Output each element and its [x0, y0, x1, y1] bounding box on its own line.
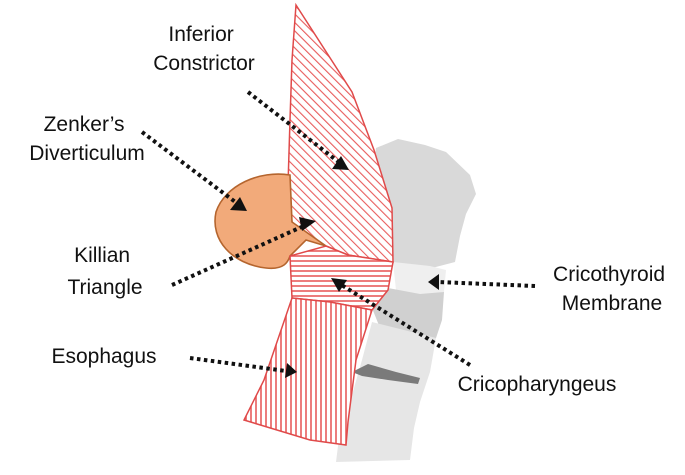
label-killian-triangle: Killian Triangle: [67, 244, 142, 299]
label-cricopharyngeus-line1: Cricopharyngeus: [458, 373, 617, 396]
label-killian-triangle-line1: Killian: [74, 244, 130, 267]
label-inferior-constrictor-line1: Inferior: [168, 23, 233, 46]
label-killian-triangle-line2: Triangle: [67, 276, 142, 299]
label-zenkers-diverticulum-line2: Diverticulum: [29, 142, 145, 165]
label-esophagus-line1: Esophagus: [51, 345, 156, 368]
label-cricothyroid-membrane-line1: Cricothyroid: [553, 263, 665, 286]
label-zenkers-diverticulum: Zenker’s Diverticulum: [29, 113, 145, 165]
label-cricothyroid-membrane: Cricothyroid Membrane: [553, 263, 671, 315]
arrow-zenkers-diverticulum: [142, 132, 238, 204]
arrow-cricothyroid-membrane: [438, 282, 535, 286]
label-cricopharyngeus: Cricopharyngeus: [458, 373, 617, 396]
label-zenkers-diverticulum-line1: Zenker’s: [44, 113, 125, 136]
label-inferior-constrictor: Inferior Constrictor: [153, 23, 255, 75]
label-inferior-constrictor-line2: Constrictor: [153, 52, 255, 75]
label-cricothyroid-membrane-line2: Membrane: [562, 292, 662, 315]
label-esophagus: Esophagus: [51, 345, 156, 368]
